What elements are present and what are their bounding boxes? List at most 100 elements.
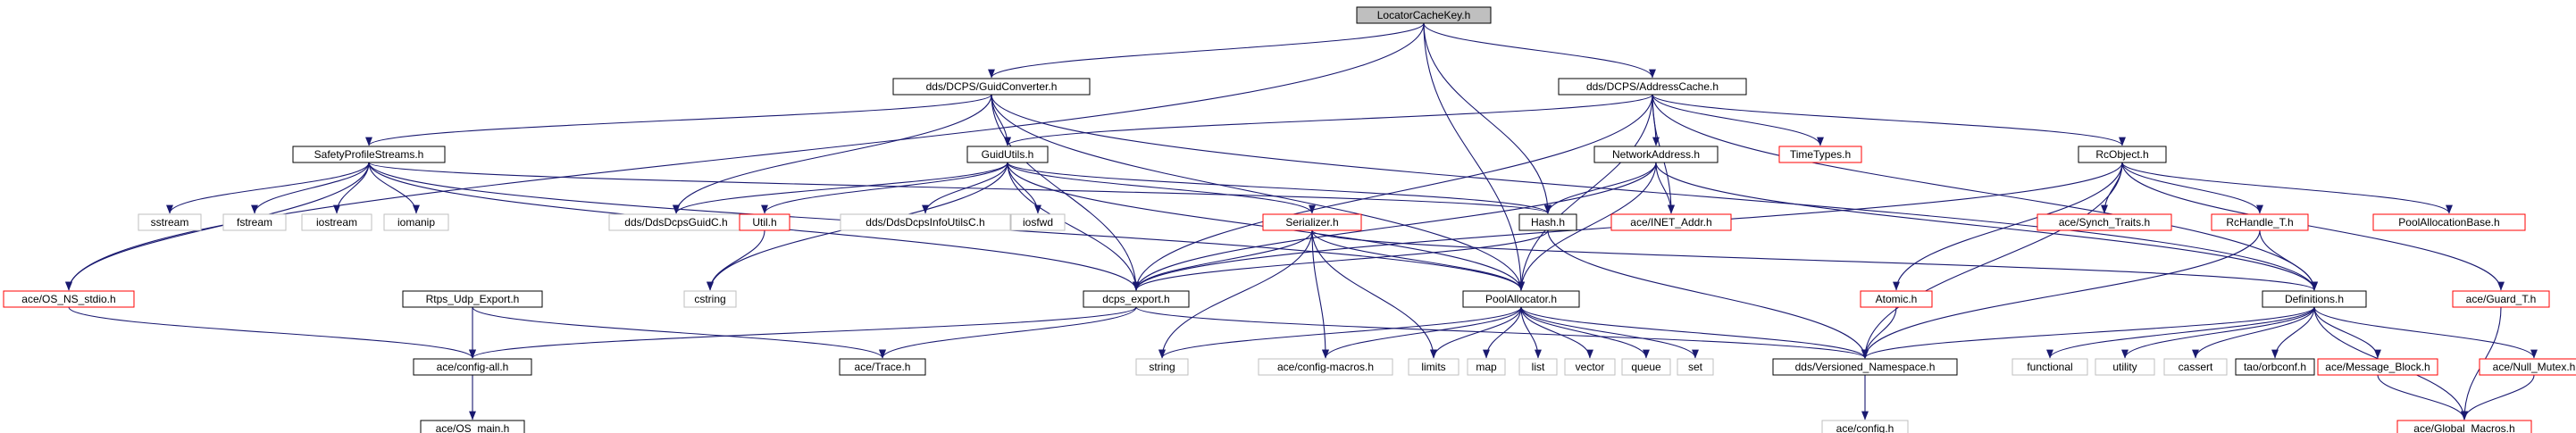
node-nullmutex[interactable]: ace/Null_Mutex.h (2479, 358, 2576, 376)
node-configmacros: ace/config-macros.h (1258, 358, 1393, 376)
node-box-inetaddr (1610, 213, 1732, 231)
node-rcobject[interactable]: RcObject.h (2078, 146, 2167, 163)
edge-poolalloc-to-vector (1520, 306, 1593, 359)
node-netaddr[interactable]: NetworkAddress.h (1593, 146, 1719, 163)
edge-serializer-to-configmacros (1311, 229, 1329, 359)
edge-definitions-to-msgblock (2313, 306, 2381, 359)
node-box-atomic (1860, 290, 1933, 308)
node-label-list: list (1532, 361, 1545, 373)
node-label-safety: SafetyProfileStreams.h (314, 148, 424, 161)
node-msgblock[interactable]: ace/Message_Block.h (2317, 358, 2438, 376)
node-label-rchandle: RcHandle_T.h (2226, 216, 2293, 229)
node-label-iomanip: iomanip (397, 216, 435, 229)
node-box-hash (1518, 213, 1577, 231)
node-versioned[interactable]: dds/Versioned_Namespace.h (1772, 358, 1958, 376)
node-utilh[interactable]: Util.h (739, 213, 790, 231)
node-box-utilh (739, 213, 790, 231)
node-poolalloc[interactable]: PoolAllocator.h (1462, 290, 1580, 308)
edge-nullmutex-to-globalmacros (2461, 374, 2535, 421)
edge-definitions-to-nullmutex (2313, 306, 2538, 359)
node-label-sstream: sstream (151, 216, 189, 229)
node-serializer[interactable]: Serializer.h (1262, 213, 1362, 231)
node-box-guardt (2452, 290, 2550, 308)
edge-netaddr-to-hash (1544, 162, 1657, 214)
node-label-serializer: Serializer.h (1285, 216, 1338, 229)
node-hash[interactable]: Hash.h (1518, 213, 1577, 231)
edge-rcobject-to-versioned (1861, 162, 2123, 359)
edge-definitions-to-cassert (2192, 306, 2315, 359)
node-box-poolalloc (1462, 290, 1580, 308)
edge-poolalloc-to-map (1483, 306, 1522, 359)
edge-root-to-addrcache (1423, 22, 1656, 79)
edge-hash-to-versioned (1547, 229, 1869, 359)
node-label-limits: limits (1421, 361, 1445, 373)
node-configall[interactable]: ace/config-all.h (413, 358, 532, 376)
node-box-rcobject (2078, 146, 2167, 163)
edge-rtps-to-trace (472, 306, 886, 359)
node-label-definitions: Definitions.h (2285, 293, 2344, 305)
edge-poolalloc-to-set (1520, 306, 1699, 359)
node-poolbase[interactable]: PoolAllocationBase.h (2372, 213, 2526, 231)
node-map: map (1467, 358, 1506, 376)
node-definitions[interactable]: Definitions.h (2262, 290, 2367, 308)
node-globalmacros[interactable]: ace/Global_Macros.h (2396, 420, 2532, 433)
node-set: set (1677, 358, 1714, 376)
node-box-cassert (2163, 358, 2228, 376)
node-guidutils[interactable]: GuidUtils.h (966, 146, 1049, 163)
node-cassert: cassert (2163, 358, 2228, 376)
edge-utilh-to-cstring (707, 229, 765, 291)
edge-rchandle-to-versioned (1861, 229, 2261, 359)
edge-safety-to-sstream (166, 162, 370, 214)
node-trace[interactable]: ace/Trace.h (839, 358, 926, 376)
node-rtps[interactable]: Rtps_Udp_Export.h (402, 290, 543, 308)
node-guardt[interactable]: ace/Guard_T.h (2452, 290, 2550, 308)
edge-guidutils-to-iosfwd (1007, 162, 1041, 214)
edge-netaddr-to-poolalloc (1518, 162, 1657, 291)
node-guidconv[interactable]: dds/DCPS/GuidConverter.h (892, 78, 1091, 96)
node-safety[interactable]: SafetyProfileStreams.h (292, 146, 446, 163)
node-box-safety (292, 146, 446, 163)
node-rchandle[interactable]: RcHandle_T.h (2211, 213, 2309, 231)
node-box-set (1677, 358, 1714, 376)
node-box-definitions (2262, 290, 2367, 308)
node-iomanip: iomanip (383, 213, 449, 231)
edge-guidconv-to-poolalloc (991, 94, 1525, 291)
node-box-msgblock (2317, 358, 2438, 376)
edge-netaddr-to-dcpsexport (1133, 162, 1657, 291)
node-osmain[interactable]: ace/OS_main.h (420, 420, 525, 433)
edge-rcobject-to-rchandle (2121, 162, 2263, 214)
node-atomic[interactable]: Atomic.h (1860, 290, 1933, 308)
edge-definitions-to-utility (2121, 306, 2315, 359)
node-timetypes[interactable]: TimeTypes.h (1778, 146, 1862, 163)
node-label-set: set (1688, 361, 1703, 373)
node-addrcache[interactable]: dds/DCPS/AddressCache.h (1558, 78, 1747, 96)
edge-rchandle-to-definitions (2259, 229, 2318, 291)
node-root[interactable]: LocatorCacheKey.h (1356, 6, 1492, 24)
edge-addrcache-to-rcobject (1652, 94, 2126, 146)
node-label-synch: ace/Synch_Traits.h (2059, 216, 2150, 229)
edge-guidutils-to-ddsguidc (673, 162, 1008, 214)
node-fstream: fstream (222, 213, 287, 231)
node-box-timetypes (1778, 146, 1862, 163)
node-box-limits (1408, 358, 1459, 376)
node-synch[interactable]: ace/Synch_Traits.h (2037, 213, 2172, 231)
node-label-rtps: Rtps_Udp_Export.h (426, 293, 520, 305)
edge-rcobject-to-synch (2101, 162, 2123, 214)
node-osns[interactable]: ace/OS_NS_stdio.h (3, 290, 135, 308)
node-label-netaddr: NetworkAddress.h (1612, 148, 1700, 161)
node-inetaddr[interactable]: ace/INET_Addr.h (1610, 213, 1732, 231)
edge-guidconv-to-ddsguidc (673, 94, 992, 214)
edge-safety-to-hash (368, 162, 1551, 214)
node-label-guidconv: dds/DCPS/GuidConverter.h (926, 80, 1058, 93)
node-box-vector (1564, 358, 1616, 376)
node-label-versioned: dds/Versioned_Namespace.h (1795, 361, 1936, 373)
edge-guidconv-to-dcpsexport (991, 94, 1140, 291)
edge-guidconv-to-safety (365, 94, 992, 146)
node-label-utilh: Util.h (752, 216, 776, 229)
node-box-guidutils (966, 146, 1049, 163)
node-orbconf[interactable]: tao/orbconf.h (2235, 358, 2315, 376)
node-dcpsexport[interactable]: dcps_export.h (1083, 290, 1190, 308)
edge-safety-to-osns (65, 162, 370, 291)
node-box-iostream (301, 213, 372, 231)
